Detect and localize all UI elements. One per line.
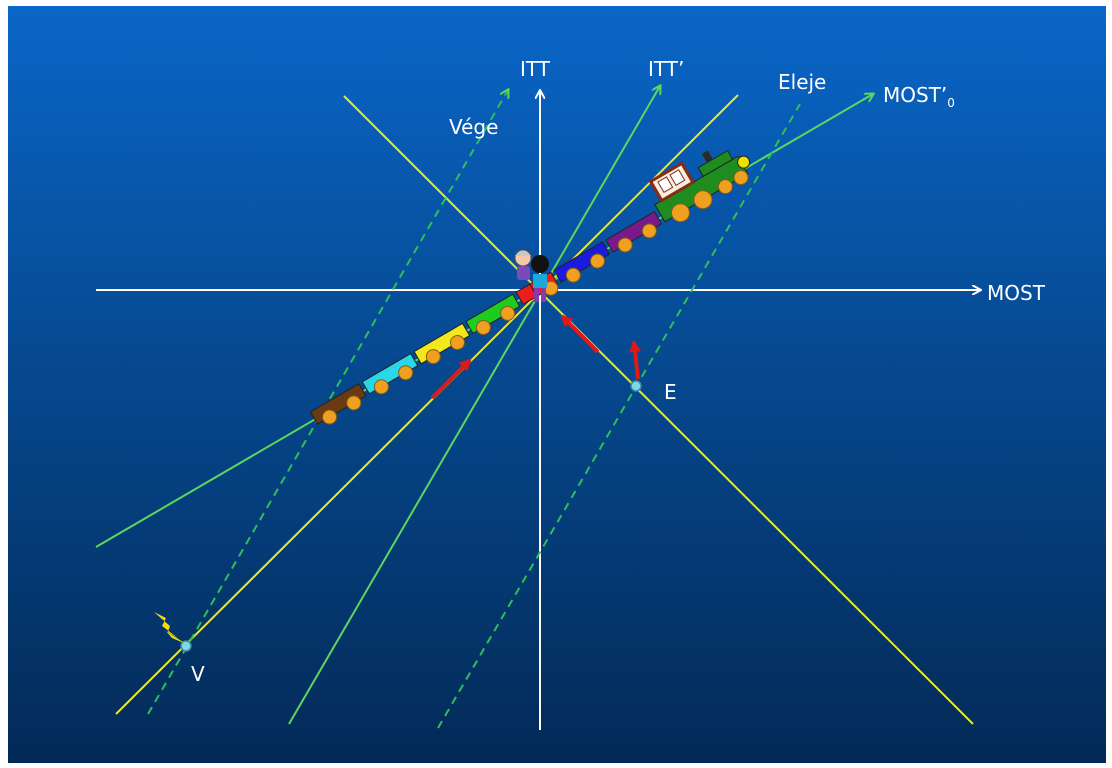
diagram-canvas: ITT ITT’ Vége Eleje MOST’0 MOST E V: [8, 6, 1106, 763]
event-v-point: [180, 640, 192, 652]
lightning-icon: [154, 612, 186, 644]
most-axis-label: MOST: [987, 281, 1045, 305]
event-e-point: [630, 380, 642, 392]
vege-label: Vége: [449, 115, 499, 139]
most-prime-axis-label: MOST’0: [883, 83, 955, 110]
observer-standing: [531, 255, 549, 302]
signal-arrow-e: [629, 340, 642, 380]
train-car-cyan: [361, 352, 419, 395]
locomotive: [648, 149, 751, 223]
itt-axis-label: ITT: [520, 57, 550, 81]
train-car-yellow: [413, 322, 471, 365]
spacetime-diagram: [95, 6, 1106, 730]
train-car-purple: [605, 211, 663, 253]
observer-on-train: [514, 249, 532, 280]
eleje-label: Eleje: [778, 70, 827, 94]
train-illustration: [309, 149, 751, 425]
itt-prime-axis-label: ITT’: [648, 57, 685, 81]
signal-arrow-left: [430, 358, 472, 400]
light-cone-line-1: [343, 95, 974, 725]
event-e-label: E: [664, 380, 677, 404]
eleje-worldline: [437, 103, 801, 729]
light-cone-line-2: [115, 94, 739, 715]
train-car-blue: [553, 241, 611, 283]
signal-arrow-right: [560, 314, 600, 354]
event-v-label: V: [191, 662, 205, 686]
train-car-green: [465, 293, 521, 335]
itt-prime-axis: [288, 86, 660, 725]
train-car-brown: [309, 383, 367, 425]
